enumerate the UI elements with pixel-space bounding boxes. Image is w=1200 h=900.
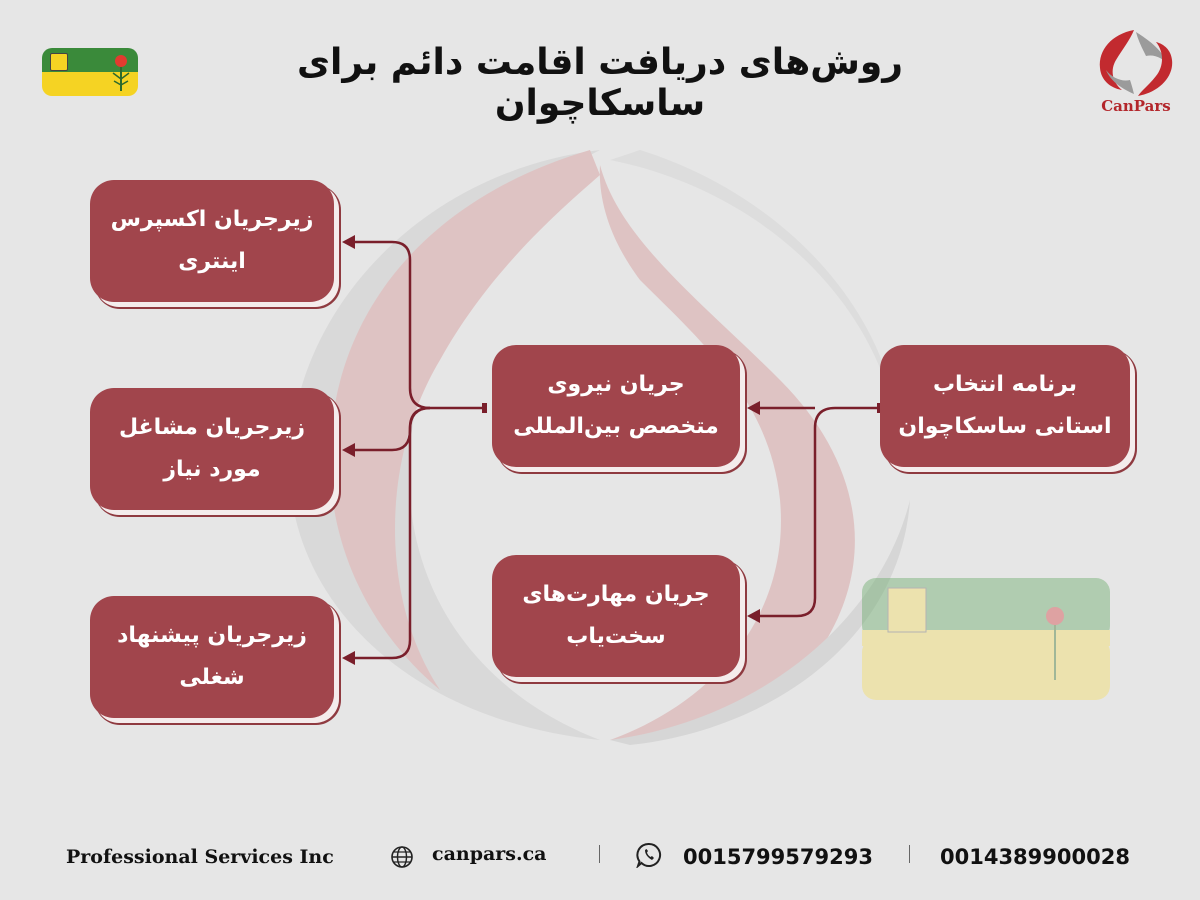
arrow-head-in-demand — [342, 443, 355, 457]
substream-box-employment-offer: زیرجریان پیشنهاد شغلی — [90, 596, 334, 718]
page-title: روش‌های دریافت اقامت دائم برای ساسکاچوان — [297, 42, 903, 124]
footer-whatsapp-number[interactable]: 0015799579293 — [683, 845, 873, 869]
background-logo-swoosh — [289, 150, 910, 745]
whatsapp-icon — [636, 842, 661, 868]
footer-separator — [909, 845, 910, 863]
connectors — [345, 240, 880, 660]
footer-company-name: Professional Services Inc — [66, 846, 334, 868]
connector-stub-root — [877, 403, 882, 413]
substream-box-express-entry: زیرجریان اکسپرس اینتری — [90, 180, 334, 302]
footer-separator — [599, 845, 600, 863]
background-flag — [862, 578, 1110, 700]
substream-box-occupation-in-demand: زیرجریان مشاغل مورد نیاز — [90, 388, 334, 510]
stream-box-international-skilled-worker: جریان نیروی متخصص بین‌المللی — [492, 345, 740, 467]
canpars-logo-text: CanPars — [1101, 97, 1171, 115]
arrow-head-job-offer — [342, 651, 355, 665]
arrow-head-international — [747, 401, 760, 415]
stream-box-hard-to-fill-skills: جریان مهارت‌های سخت‌یاب — [492, 555, 740, 677]
globe-icon — [391, 846, 413, 868]
saskatchewan-flag-icon — [42, 48, 138, 96]
arrow-head-express-entry — [342, 235, 355, 249]
connector-arrowheads — [342, 235, 882, 665]
canpars-logo-icon — [1099, 30, 1173, 96]
footer-phone-number[interactable]: 0014389900028 — [940, 845, 1130, 869]
connector-stub-international — [482, 403, 487, 413]
footer-website-link[interactable]: canpars.ca — [432, 843, 547, 865]
arrow-head-hard-to-fill — [747, 609, 760, 623]
connector-to-in-demand — [345, 406, 431, 452]
connector-root-to-hard-to-fill — [752, 406, 880, 618]
root-box-saskatchewan-pnp: برنامه انتخاب استانی ساسکاچوان — [880, 345, 1130, 467]
connector-to-express-entry — [345, 240, 485, 410]
